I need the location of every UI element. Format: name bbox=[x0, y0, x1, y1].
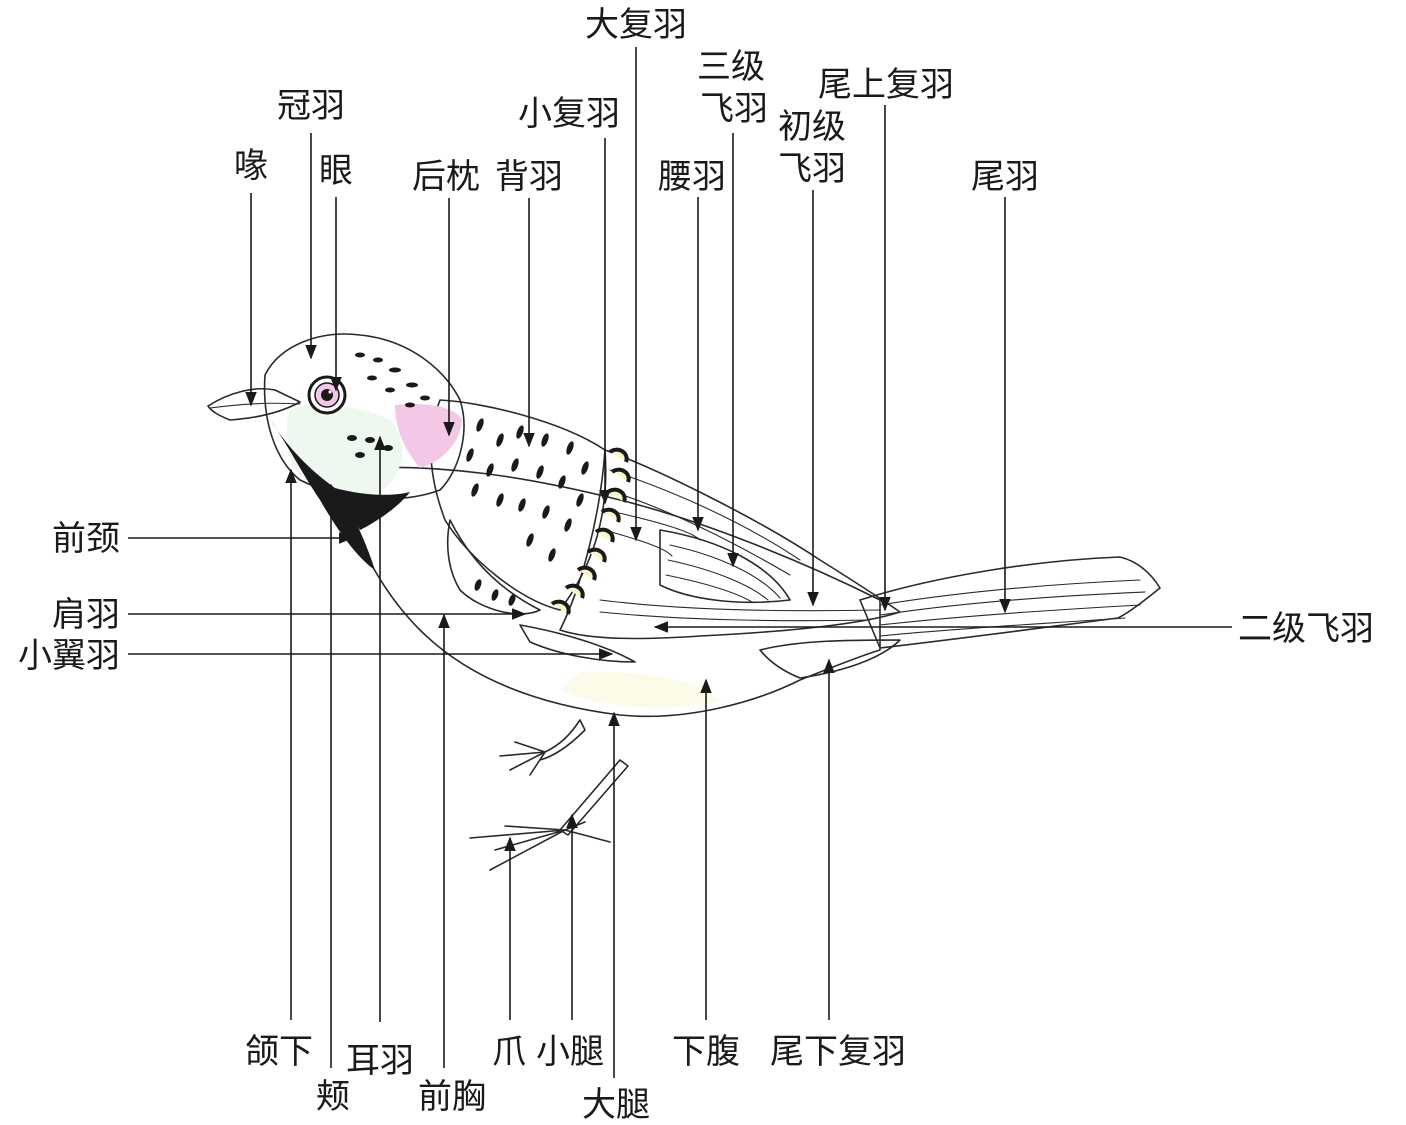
beak-shape bbox=[208, 389, 300, 420]
label-rump: 腰羽 bbox=[658, 157, 726, 197]
label-uppertail-coverts: 尾上复羽 bbox=[818, 65, 954, 105]
back-spots bbox=[465, 417, 590, 606]
label-alula: 小翼羽 bbox=[18, 636, 120, 676]
label-scapulars: 肩羽 bbox=[52, 595, 120, 635]
label-chin: 颌下 bbox=[245, 1032, 313, 1072]
covert-scallops bbox=[552, 450, 629, 614]
label-belly: 下腹 bbox=[672, 1032, 740, 1072]
label-eye: 眼 bbox=[319, 151, 353, 191]
label-lesser-coverts: 小复羽 bbox=[518, 94, 620, 134]
label-thigh: 大腿 bbox=[582, 1085, 650, 1125]
alula-shape bbox=[520, 625, 635, 662]
label-nape: 后枕 bbox=[412, 157, 480, 197]
eye-shape bbox=[309, 377, 345, 413]
tail-shape bbox=[860, 557, 1160, 648]
label-breast: 前胸 bbox=[418, 1077, 486, 1117]
label-ear: 耳羽 bbox=[346, 1041, 414, 1081]
label-claw: 爪 bbox=[492, 1032, 526, 1072]
label-tertials-line1: 三级 bbox=[697, 47, 765, 87]
labels: 喙 冠羽 眼 后枕 背羽 小复羽 大复羽 三级 飞羽 腰羽 初级 飞羽 尾上复羽… bbox=[18, 5, 1374, 1125]
label-beak: 喙 bbox=[234, 146, 268, 186]
tertials-shape bbox=[660, 530, 790, 602]
label-tail: 尾羽 bbox=[971, 157, 1039, 197]
label-undertail-coverts: 尾下复羽 bbox=[770, 1032, 906, 1072]
label-foreneck: 前颈 bbox=[52, 519, 120, 559]
label-greater-coverts: 大复羽 bbox=[585, 5, 687, 45]
bird-illustration bbox=[208, 334, 1160, 870]
label-cheek: 颊 bbox=[316, 1077, 350, 1117]
label-secondaries: 二级飞羽 bbox=[1238, 609, 1374, 649]
label-shank: 小腿 bbox=[536, 1032, 604, 1072]
label-primaries-line2: 飞羽 bbox=[778, 149, 846, 189]
label-tertials-line2: 飞羽 bbox=[700, 89, 768, 129]
label-primaries-line1: 初级 bbox=[778, 107, 846, 147]
legs bbox=[470, 720, 628, 870]
label-crown: 冠羽 bbox=[277, 86, 345, 126]
belly-shape bbox=[560, 672, 720, 708]
label-back: 背羽 bbox=[495, 157, 563, 197]
nape-shape bbox=[395, 404, 462, 468]
